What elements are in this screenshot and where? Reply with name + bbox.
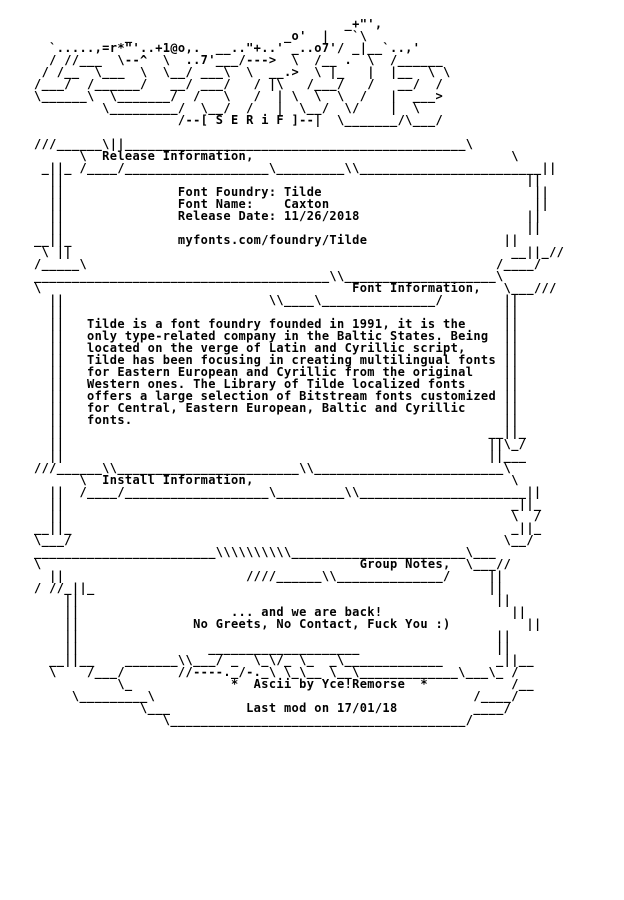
- font-information-line: || fonts. ||: [34, 413, 519, 427]
- footer-ascii-line: \_ * Ascii by Yce!Remorse * /__: [34, 677, 534, 691]
- frame-line: || ____________________ ||: [34, 641, 512, 655]
- frame-line: _||_ /____/___________________\_________…: [34, 161, 557, 175]
- release-divider: ///______\||____________________________…: [34, 137, 474, 151]
- group-line-2: || No Greets, No Contact, Fuck You :) ||: [34, 617, 542, 631]
- frame-line: || ||: [34, 173, 542, 187]
- frame-line: || _||_: [34, 497, 542, 511]
- name-label: Font Name:: [177, 197, 254, 211]
- font-information-text: offers a large selection of Bitstream fo…: [87, 389, 497, 403]
- release-foundry-line: || Font Foundry: Tilde ||: [34, 185, 550, 199]
- footer-frame: \_________\ /____/: [34, 689, 519, 703]
- install-header-line: \ Install Information, \: [34, 473, 519, 487]
- frame-line: \___/ \__/: [34, 533, 534, 547]
- install-header: Install Information,: [102, 473, 254, 487]
- release-header: Release Information,: [102, 149, 254, 163]
- font-information-text: Western ones. The Library of Tilde local…: [87, 377, 466, 391]
- font-information-line: || located on the verge of Latin and Cyr…: [34, 341, 519, 355]
- font-information-line: || Western ones. The Library of Tilde lo…: [34, 377, 519, 391]
- release-url-line: __||_ myfonts.com/foundry/Tilde ||: [34, 233, 519, 247]
- name-value: Caxton: [283, 197, 330, 211]
- frame-line: || ||: [34, 305, 519, 319]
- frame-line: || ||: [34, 629, 512, 643]
- group-line-1: || ... and we are back! ||: [34, 605, 527, 619]
- release-header-line: \ Release Information, \: [34, 149, 519, 163]
- footer-bottom: \_______________________________________…: [34, 713, 474, 727]
- frame-line: || __||_: [34, 425, 527, 439]
- frame-line: __||_ _||_: [34, 521, 542, 535]
- font-information-line: || offers a large selection of Bitstream…: [34, 389, 519, 403]
- frame-line: __||__ _______\\___/ _ \_\/_ \_ _\______…: [34, 653, 534, 667]
- group-divider: ________________________\\\\\\\\\\______…: [34, 545, 497, 559]
- font-divider: _______________________________________\…: [34, 269, 504, 283]
- font-information-text: fonts.: [87, 413, 133, 427]
- group-header-line: \ Group Notes, \___//: [34, 557, 512, 571]
- font-header-line: \ Font Information, \___///: [34, 281, 557, 295]
- frame-line: || ||___: [34, 449, 527, 463]
- frame-line: || /____/___________________\_________\\…: [34, 485, 542, 499]
- font-information-text: Tilde has been focusing in creating mult…: [87, 353, 497, 367]
- ascii-by: * Ascii by Yce!Remorse *: [230, 677, 428, 691]
- frame-line: || \\____\_______________/ ||: [34, 293, 519, 307]
- frame-line: \ || __||_//: [34, 245, 565, 259]
- date-label: Release Date:: [177, 209, 277, 223]
- frame-line: || ||: [34, 221, 542, 235]
- font-information-text: Tilde is a font foundry founded in 1991,…: [87, 317, 466, 331]
- font-information-body: || Tilde is a font foundry founded in 19…: [34, 318, 624, 426]
- group-header: Group Notes,: [359, 557, 451, 571]
- font-information-line: || Tilde has been focusing in creating m…: [34, 353, 519, 367]
- font-information-text: for Central, Eastern European, Baltic an…: [87, 401, 466, 415]
- group-note-2: No Greets, No Contact, Fuck You :): [193, 617, 451, 631]
- footer-mod-line: \___ Last mod on 17/01/18 ____/: [34, 701, 512, 715]
- release-name-line: || Font Name: Caxton ||: [34, 197, 550, 211]
- group-note-1: ... and we are back!: [230, 605, 383, 619]
- frame-line: || ////______\\______________/ ||: [34, 569, 504, 583]
- font-information-text: only type-related company in the Baltic …: [87, 329, 489, 343]
- font-header: Font Information,: [352, 281, 481, 295]
- font-information-line: || only type-related company in the Balt…: [34, 329, 519, 343]
- font-information-line: || for Eastern European and Cyrillic fro…: [34, 365, 519, 379]
- last-mod: Last mod on 17/01/18: [246, 701, 398, 715]
- frame-line: || \ /: [34, 509, 542, 523]
- foundry-url: myfonts.com/foundry/Tilde: [177, 233, 368, 247]
- install-divider: ///______\\________________________\\___…: [34, 461, 512, 475]
- frame-line: /_____\ /____/: [34, 257, 542, 271]
- font-information-line: || Tilde is a font foundry founded in 19…: [34, 317, 519, 331]
- frame-line: \ /___/ //----._/-._\ \_\__ \__\________…: [34, 665, 519, 679]
- foundry-label: Font Foundry:: [177, 185, 277, 199]
- font-information-line: || for Central, Eastern European, Baltic…: [34, 401, 519, 415]
- frame-line: || ||\_/: [34, 437, 527, 451]
- foundry-value: Tilde: [283, 185, 322, 199]
- font-information-text: for Eastern European and Cyrillic from t…: [87, 365, 474, 379]
- date-value: 11/26/2018: [283, 209, 360, 223]
- font-information-text: located on the verge of Latin and Cyrill…: [87, 341, 466, 355]
- frame-line: / //_||_ ||: [34, 581, 504, 595]
- serif-ascii-logo: _+"', _ _o' | `\ `.....,=r*"'..+1@o,. __…: [34, 17, 451, 127]
- release-date-line: || Release Date: 11/26/2018 ||: [34, 209, 542, 223]
- frame-line: || ||: [34, 593, 512, 607]
